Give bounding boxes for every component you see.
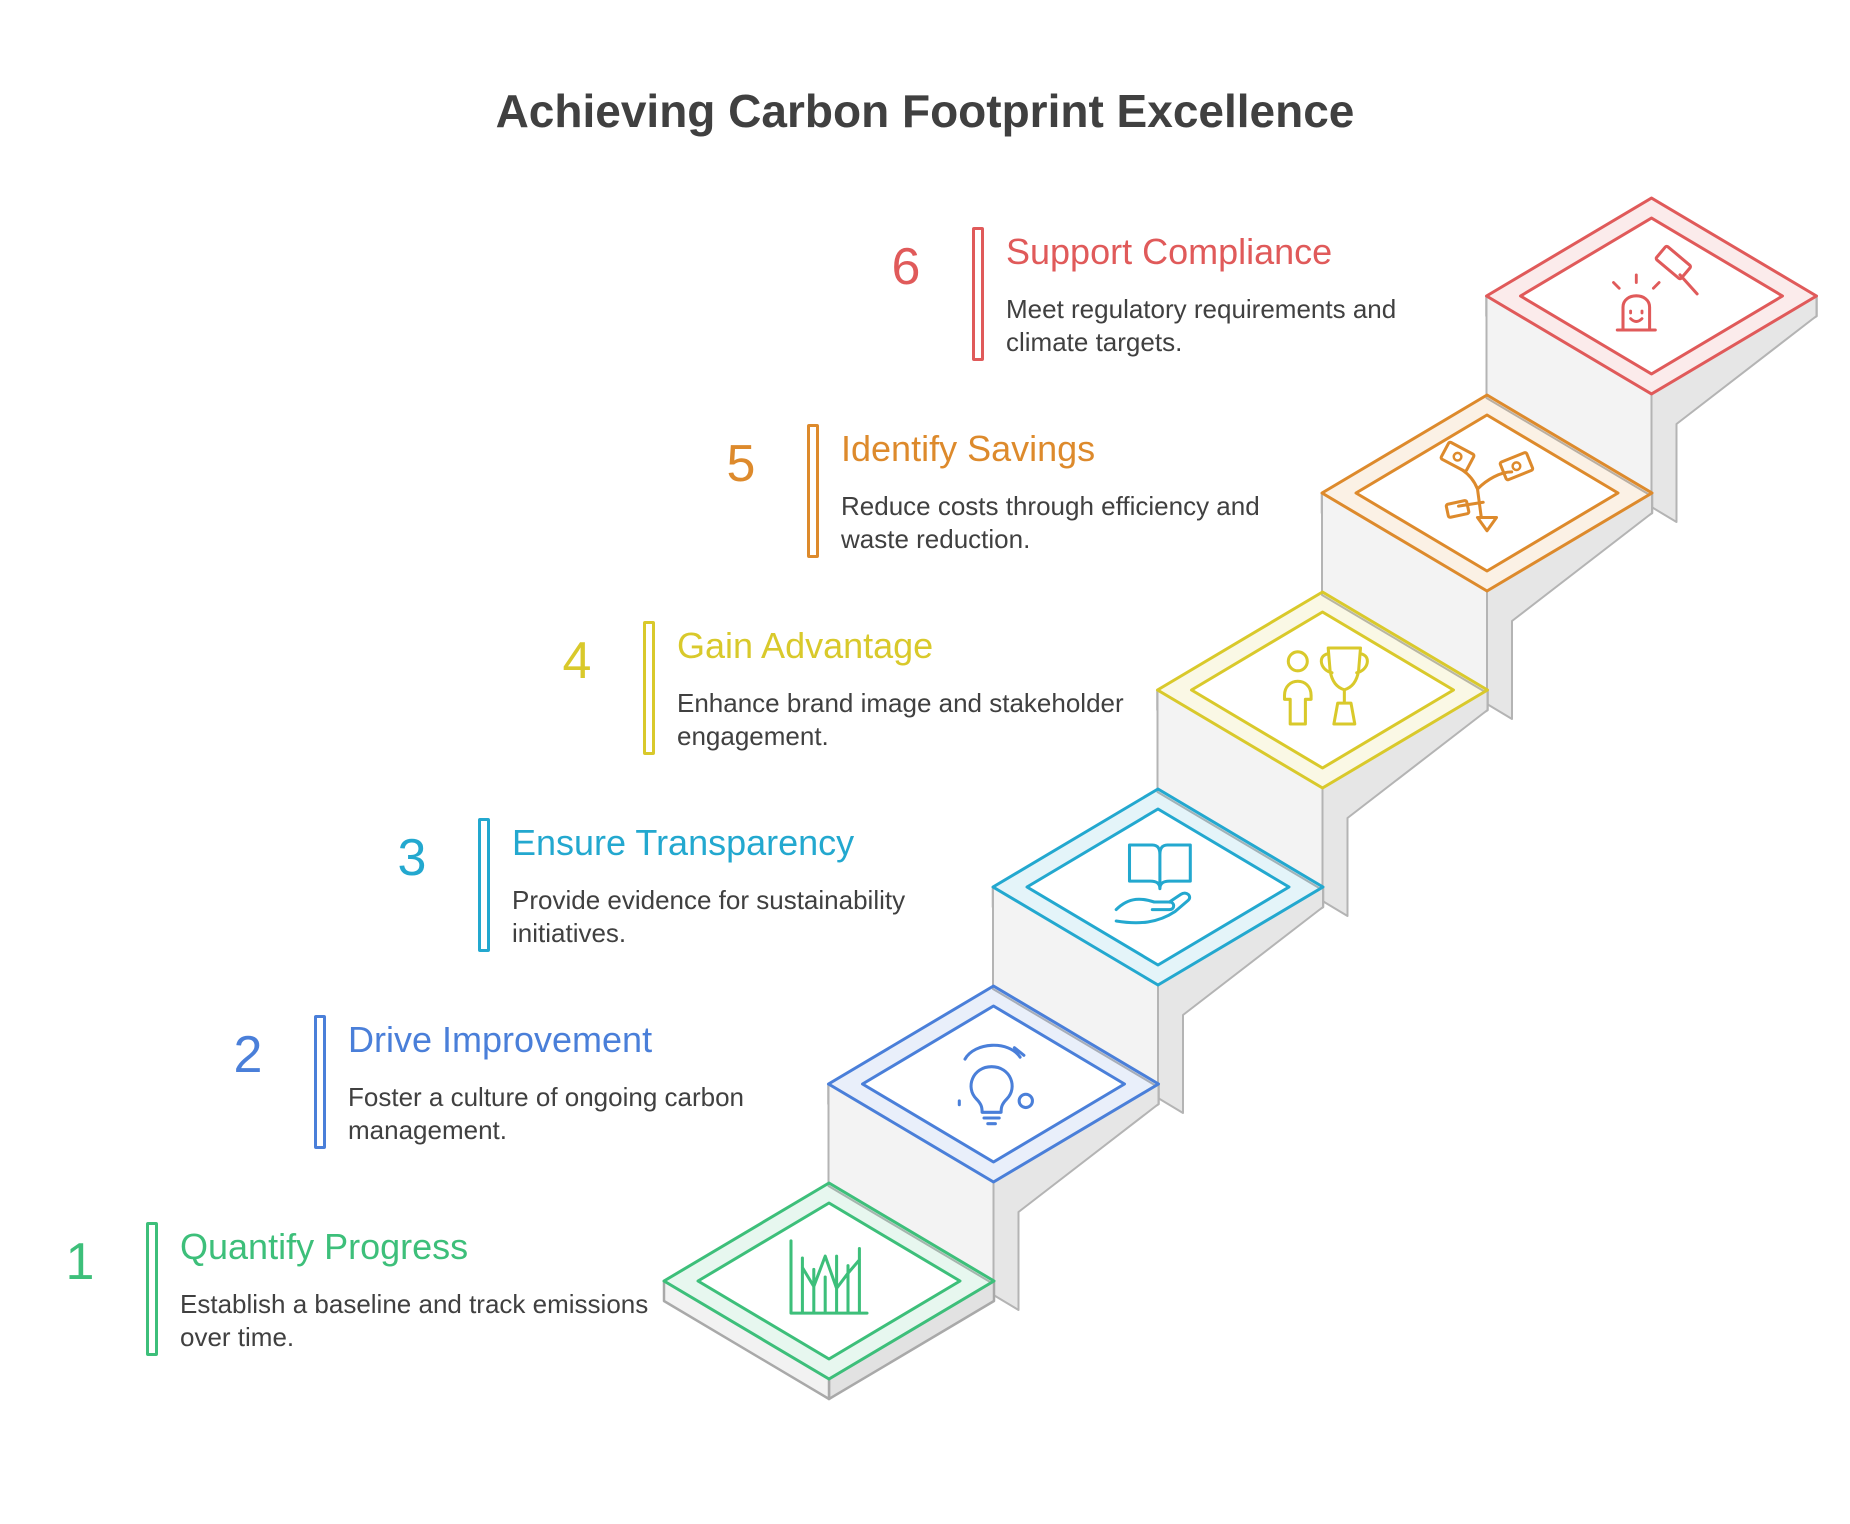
step-top-inner bbox=[1354, 413, 1620, 573]
step-top-inner bbox=[696, 1201, 962, 1361]
step-1-platform bbox=[662, 1181, 996, 1381]
step-description: Provide evidence for sustainability init… bbox=[512, 885, 906, 948]
step-6: 6 Support Compliance Meet regulatory req… bbox=[866, 227, 1586, 362]
step-3: 3 Ensure Transparency Provide evidence f… bbox=[372, 818, 1092, 953]
step-4: 4 Gain Advantage Enhance brand image and… bbox=[537, 621, 1257, 756]
step-accent-bar bbox=[314, 1015, 326, 1149]
step-top-inner bbox=[861, 1004, 1126, 1164]
lightbulb-icon bbox=[957, 1043, 1034, 1126]
step-6-platform bbox=[1485, 196, 1818, 396]
step-description: Reduce costs through efficiency and wast… bbox=[841, 491, 1260, 554]
step-accent-bar bbox=[643, 621, 655, 755]
step-number: 3 bbox=[397, 829, 427, 887]
step-number: 6 bbox=[891, 238, 921, 296]
step-number: 2 bbox=[233, 1026, 263, 1084]
step-description: Meet regulatory requirements and climate… bbox=[1006, 294, 1397, 357]
step-accent-bar bbox=[807, 424, 819, 558]
step-title: Drive Improvement bbox=[348, 1019, 653, 1060]
step-description: Foster a culture of ongoing carbon manag… bbox=[348, 1082, 745, 1145]
step-title: Ensure Transparency bbox=[512, 822, 855, 863]
step-accent-bar bbox=[146, 1222, 158, 1356]
step-top-inner bbox=[1190, 610, 1455, 770]
step-1: 1 Quantify Progress Establish a baseline… bbox=[40, 1222, 760, 1357]
growth-chart-icon bbox=[789, 1239, 869, 1315]
step-description: Enhance brand image and stakeholder enga… bbox=[677, 688, 1124, 751]
step-accent-bar bbox=[972, 227, 984, 361]
step-title: Identify Savings bbox=[841, 428, 1096, 469]
staircase-steps bbox=[662, 196, 1818, 1401]
step-number: 4 bbox=[562, 632, 592, 690]
gavel-alarm-icon bbox=[1612, 244, 1699, 332]
step-title: Gain Advantage bbox=[677, 625, 934, 666]
step-4-platform bbox=[1156, 590, 1489, 790]
person-trophy-icon bbox=[1282, 646, 1369, 726]
step-number: 1 bbox=[65, 1233, 95, 1291]
step-3-platform bbox=[991, 787, 1325, 987]
step-top-inner bbox=[1025, 807, 1291, 967]
step-5: 5 Identify Savings Reduce costs through … bbox=[701, 424, 1421, 559]
page-title: Achieving Carbon Footprint Excellence bbox=[495, 85, 1355, 137]
step-top-inner bbox=[1519, 216, 1784, 376]
step-title: Support Compliance bbox=[1006, 231, 1333, 272]
step-description: Establish a baseline and track emissions… bbox=[180, 1289, 649, 1352]
step-5-platform bbox=[1320, 393, 1654, 593]
step-title: Quantify Progress bbox=[180, 1226, 469, 1267]
step-accent-bar bbox=[478, 818, 490, 952]
step-2-platform bbox=[827, 984, 1160, 1184]
step-2: 2 Drive Improvement Foster a culture of … bbox=[208, 1015, 928, 1150]
money-plant-icon bbox=[1439, 440, 1535, 533]
step-number: 5 bbox=[726, 435, 756, 493]
book-in-hand-icon bbox=[1114, 843, 1192, 925]
